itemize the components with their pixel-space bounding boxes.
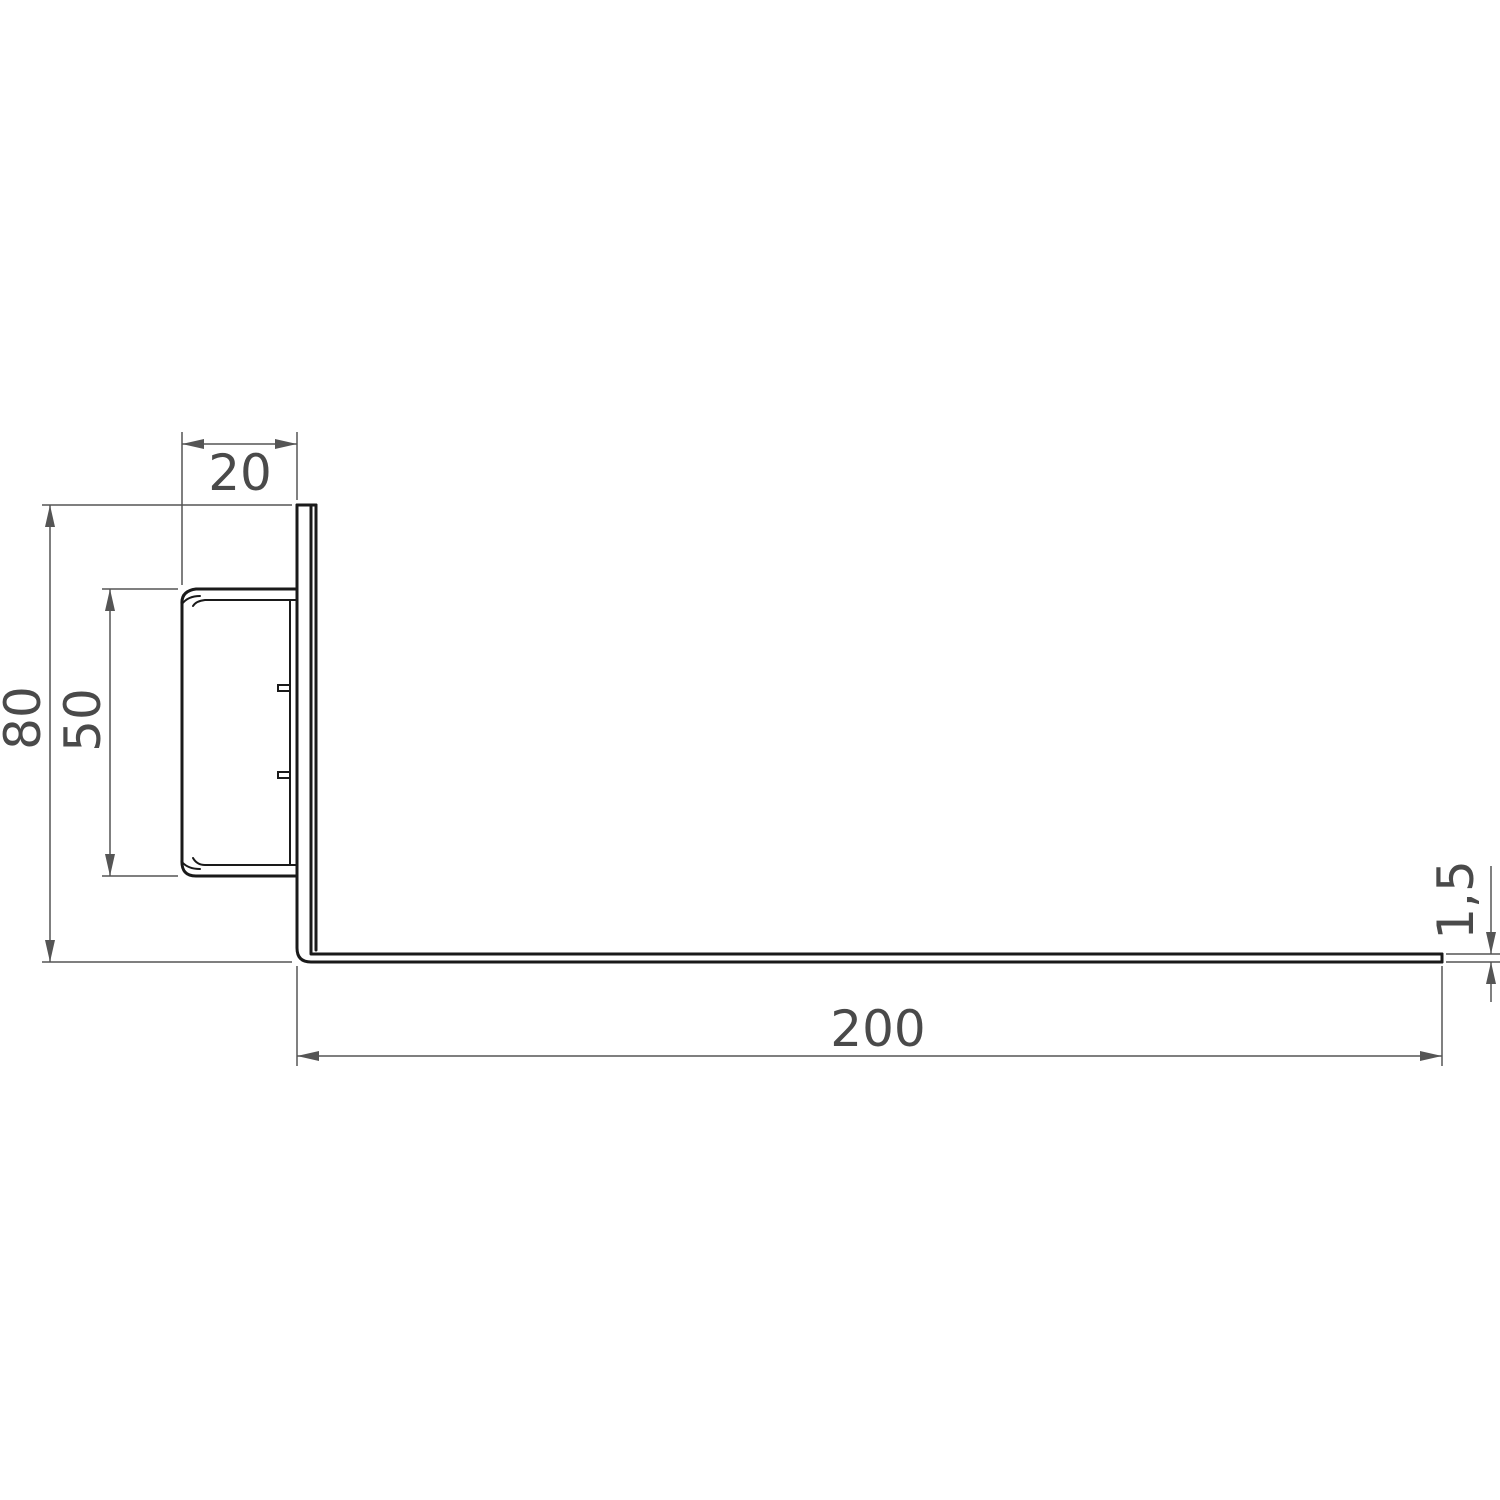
dimension-base-length: 200: [296, 966, 1443, 1066]
web-outer-line: [295, 503, 1444, 964]
clip-top-flange: [180, 587, 299, 864]
arrowhead: [45, 505, 55, 527]
arrowhead: [105, 854, 115, 876]
dimension-label: 20: [208, 444, 272, 502]
clip-rib-lower: [277, 771, 291, 779]
dimension-thickness: 1,5: [1427, 860, 1500, 1002]
dimension-label: 80: [0, 686, 52, 750]
clip-top-flange-inner: [192, 599, 298, 607]
arrowhead: [45, 940, 55, 962]
arrowhead: [182, 439, 204, 449]
dimension-label: 200: [830, 1000, 925, 1058]
arrowhead: [105, 589, 115, 611]
clip-bottom-flange-inner: [192, 857, 298, 866]
clip-bottom-lip: [181, 861, 201, 870]
clip-channel: [180, 587, 299, 878]
arrowhead: [297, 1051, 319, 1061]
dimension-top-flange-width: 20: [181, 432, 298, 585]
arrowhead: [1486, 962, 1496, 984]
arrowhead: [1420, 1051, 1442, 1061]
arrowhead: [1486, 932, 1496, 954]
dimension-label: 1,5: [1427, 860, 1485, 940]
arrowhead: [275, 439, 297, 449]
dimension-label: 50: [54, 688, 112, 752]
profile-outline: [180, 503, 1444, 964]
web-inner-line: [309, 503, 1444, 956]
clip-top-lip: [181, 595, 201, 605]
dimension-channel-height: 50: [54, 588, 178, 877]
dimension-total-height: 80: [0, 504, 292, 963]
clip-rib-upper: [277, 684, 291, 692]
